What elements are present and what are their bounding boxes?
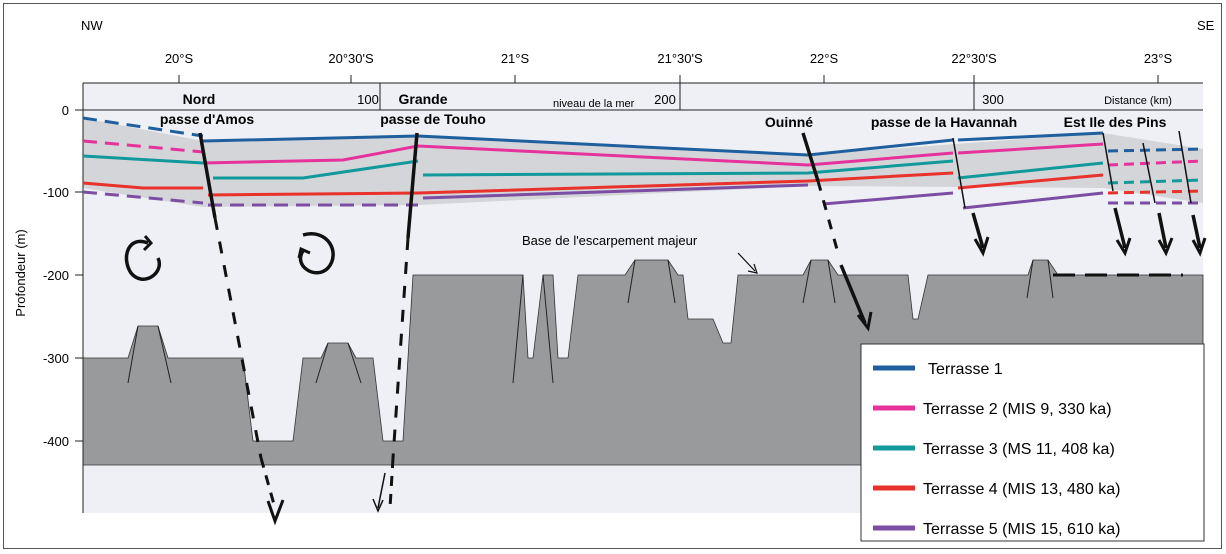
distance-ticks <box>379 83 975 110</box>
legend-label-4: Terrasse 4 (MIS 13, 480 ka) <box>923 481 1120 498</box>
lat-tick-0: 20°S <box>165 51 194 66</box>
lat-tick-2: 21°S <box>501 51 530 66</box>
terrace-4-east <box>957 173 1104 190</box>
fault-havannah-arrow <box>973 236 990 257</box>
depth-tick-100: -100 <box>43 185 69 200</box>
fault-touho-dashed-low <box>388 457 395 509</box>
lat-tick-4: 22°S <box>810 51 839 66</box>
fault-amos-arrow <box>266 499 285 526</box>
depth-ticks <box>75 109 83 442</box>
terrace-2-line <box>202 144 954 167</box>
legend: Terrasse 1 Terrasse 2 (MIS 9, 330 ka) Terr… <box>860 343 1205 542</box>
terrace-3-line-c <box>422 159 954 177</box>
fault-pins-3-arrow <box>1191 237 1207 257</box>
fault-havannah <box>952 137 966 209</box>
latitude-ticks <box>178 75 1159 83</box>
fault-pins-1-arrow-line <box>1113 207 1127 249</box>
label-grande: Grande <box>398 91 447 107</box>
lat-tick-3: 21°30'S <box>657 51 703 66</box>
terrace-band <box>83 118 1203 207</box>
terrace-4-line <box>82 181 203 190</box>
bedrock-edges <box>127 259 1054 384</box>
terrace-3-east <box>957 161 1104 180</box>
label-havannah: passe de la Havannah <box>871 114 1017 130</box>
terrace-2-east <box>957 142 1104 155</box>
terrace-1-line <box>202 134 954 157</box>
fault-touho-arrow <box>372 498 384 513</box>
terrace-5-dashed <box>82 190 204 205</box>
cross-section-figure: NW SE 20°S 20°30'S 21°S 21°30'S 22°S 2 <box>3 3 1222 549</box>
fault-pins-1-arrow <box>1115 237 1132 257</box>
legend-label-5: Terrasse 5 (MIS 15, 610 ka) <box>923 521 1120 538</box>
fault-pins-3 <box>1178 130 1192 204</box>
label-passe-amos: passe d'Amos <box>160 111 255 127</box>
depth-tick-200: -200 <box>43 268 69 283</box>
depth-tick-300: -300 <box>43 351 69 366</box>
fault-pins-2-arrow <box>1157 237 1174 257</box>
fault-amos-dashed <box>213 217 263 459</box>
fault-havannah-arrow-line <box>971 212 985 249</box>
cross-section-svg: NW SE 20°S 20°30'S 21°S 21°30'S 22°S 2 <box>3 3 1222 549</box>
distance-tick-100: 100 <box>357 92 379 107</box>
distance-axis-label: Distance (km) <box>1104 95 1172 107</box>
escarpment-label: Base de l'escarpement majeur <box>522 233 698 248</box>
terrace-5-line-b <box>822 191 954 206</box>
distance-tick-300: 300 <box>982 92 1004 107</box>
rotation-arrow-left-icon <box>124 235 162 281</box>
faults <box>198 130 1207 526</box>
label-nord: Nord <box>183 91 216 107</box>
lat-tick-6: 23°S <box>1144 51 1173 66</box>
label-passe-touho: passe de Touho <box>380 111 486 127</box>
fault-pins-1 <box>1102 132 1114 192</box>
label-ouinne: Ouinné <box>765 114 813 130</box>
terrace-2-dashed <box>82 139 204 154</box>
terrace-1-dashed <box>82 116 204 138</box>
depth-tick-400: -400 <box>43 434 69 449</box>
lat-tick-1: 20°30'S <box>328 51 374 66</box>
legend-box <box>860 343 1205 542</box>
fault-touho-arrow-line <box>377 472 386 509</box>
fault-pins-3-arrow-line <box>1191 214 1202 249</box>
escarpment-pointer <box>737 252 756 272</box>
y-axis-label: Profondeur (m) <box>13 229 28 316</box>
label-ile-des-pins: Est Ile des Pins <box>1064 114 1167 130</box>
fault-pins-2 <box>1142 142 1156 204</box>
fault-ouinne-dashed <box>816 180 840 254</box>
fault-ouinne-solid-low <box>839 264 867 324</box>
distance-tick-200: 200 <box>654 92 676 107</box>
fault-amos-solid <box>198 132 217 219</box>
rotation-arrow-right-icon <box>297 232 335 275</box>
fault-ouinne-solid <box>801 132 820 182</box>
terrace-3-line <box>82 154 204 165</box>
terrace-1-east <box>957 131 1104 142</box>
nw-label: NW <box>81 18 103 33</box>
depth-tick-0: 0 <box>62 103 69 118</box>
terrace-5-east <box>962 191 1104 210</box>
fault-ouinne-arrow <box>856 311 873 332</box>
escarpment-pointer-head <box>747 263 758 274</box>
terrace-lines <box>82 116 1204 210</box>
legend-label-2: Terrasse 2 (MIS 9, 330 ka) <box>923 401 1112 418</box>
se-label: SE <box>1197 18 1215 33</box>
sea-level-label: niveau de la mer <box>553 98 635 110</box>
legend-label-3: Terrasse 3 (MS 11, 408 ka) <box>923 441 1115 458</box>
terrace-5-line <box>422 183 809 200</box>
fault-touho-solid <box>406 132 419 239</box>
fault-amos-dashed-low <box>259 457 277 509</box>
terrace-3-line-b <box>213 159 419 180</box>
lat-tick-5: 22°30'S <box>951 51 997 66</box>
fault-pins-2-arrow-line <box>1157 212 1168 249</box>
legend-label-1: Terrasse 1 <box>928 361 1003 378</box>
terrace-4-line-b <box>207 171 954 197</box>
